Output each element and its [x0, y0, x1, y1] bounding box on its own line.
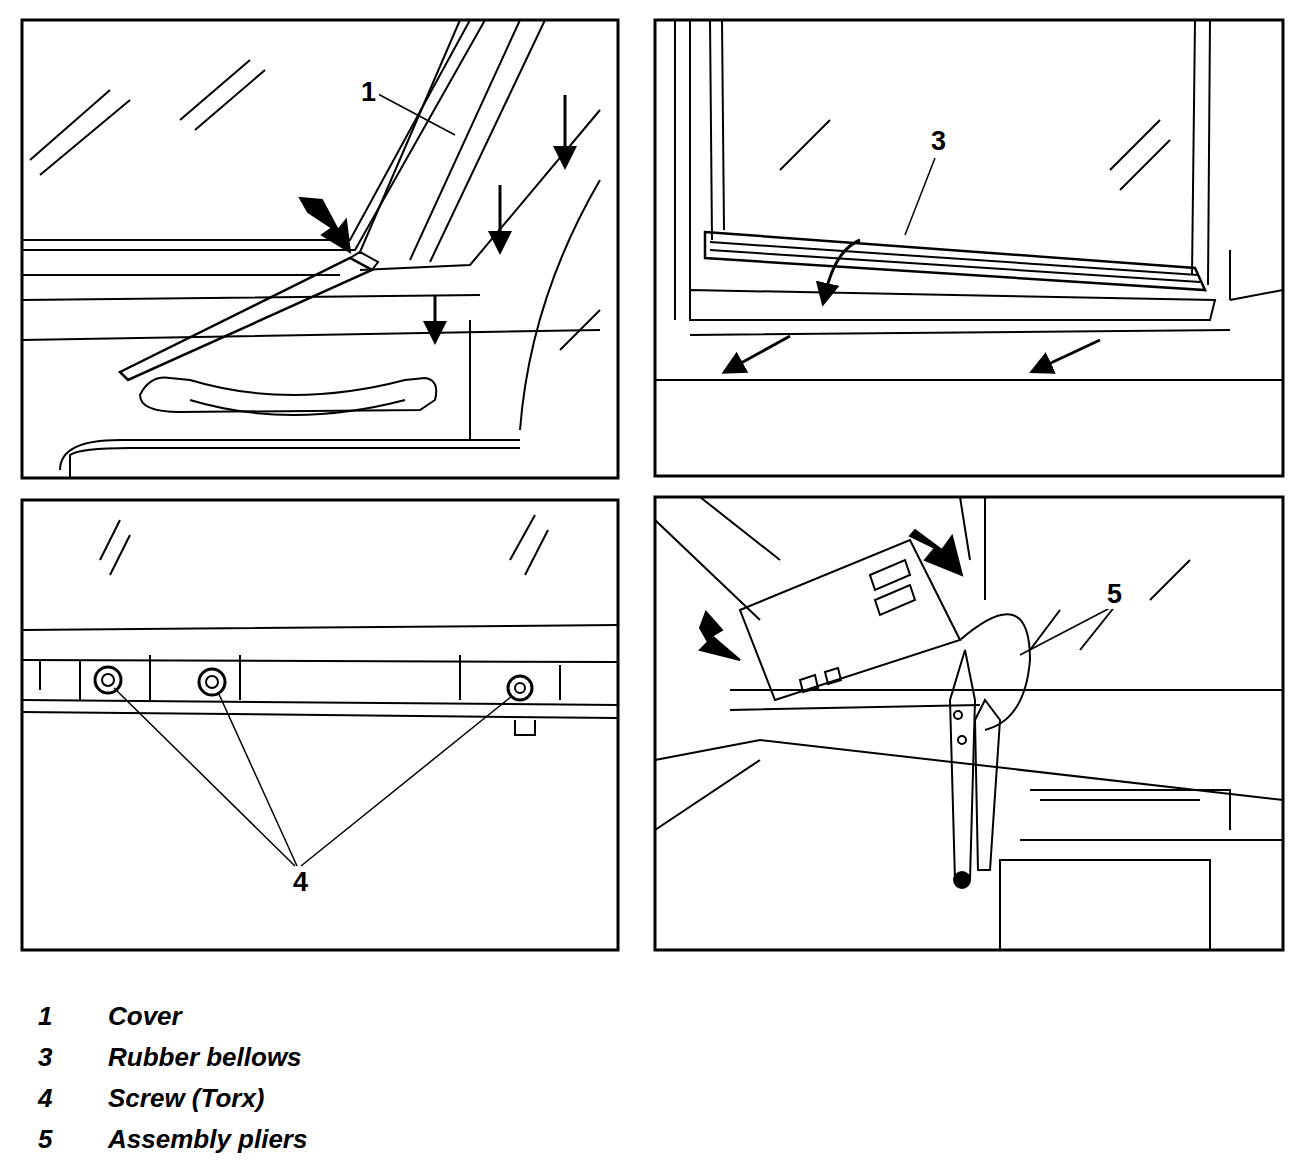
panel — [655, 20, 1283, 476]
callout-number: 3 — [928, 127, 949, 156]
bellows-removal-view — [655, 20, 1283, 380]
panel — [22, 500, 618, 950]
panel — [655, 497, 1283, 950]
callout-number: 5 — [1104, 580, 1125, 609]
key-number: 1 — [38, 1003, 52, 1029]
key-text: Cover — [108, 1003, 182, 1029]
cover-removal-view — [22, 20, 600, 478]
callout-number: 1 — [358, 78, 379, 107]
key-number: 3 — [38, 1044, 52, 1070]
pliers-view — [655, 497, 1283, 950]
key-number: 5 — [38, 1126, 52, 1152]
callout-number: 4 — [290, 868, 311, 897]
key-text: Rubber bellows — [108, 1044, 302, 1070]
screw-view — [22, 515, 618, 866]
key-text: Screw (Torx) — [108, 1085, 265, 1111]
key-text: Assembly pliers — [108, 1126, 307, 1152]
key-number: 4 — [38, 1085, 52, 1111]
panel — [22, 20, 618, 478]
